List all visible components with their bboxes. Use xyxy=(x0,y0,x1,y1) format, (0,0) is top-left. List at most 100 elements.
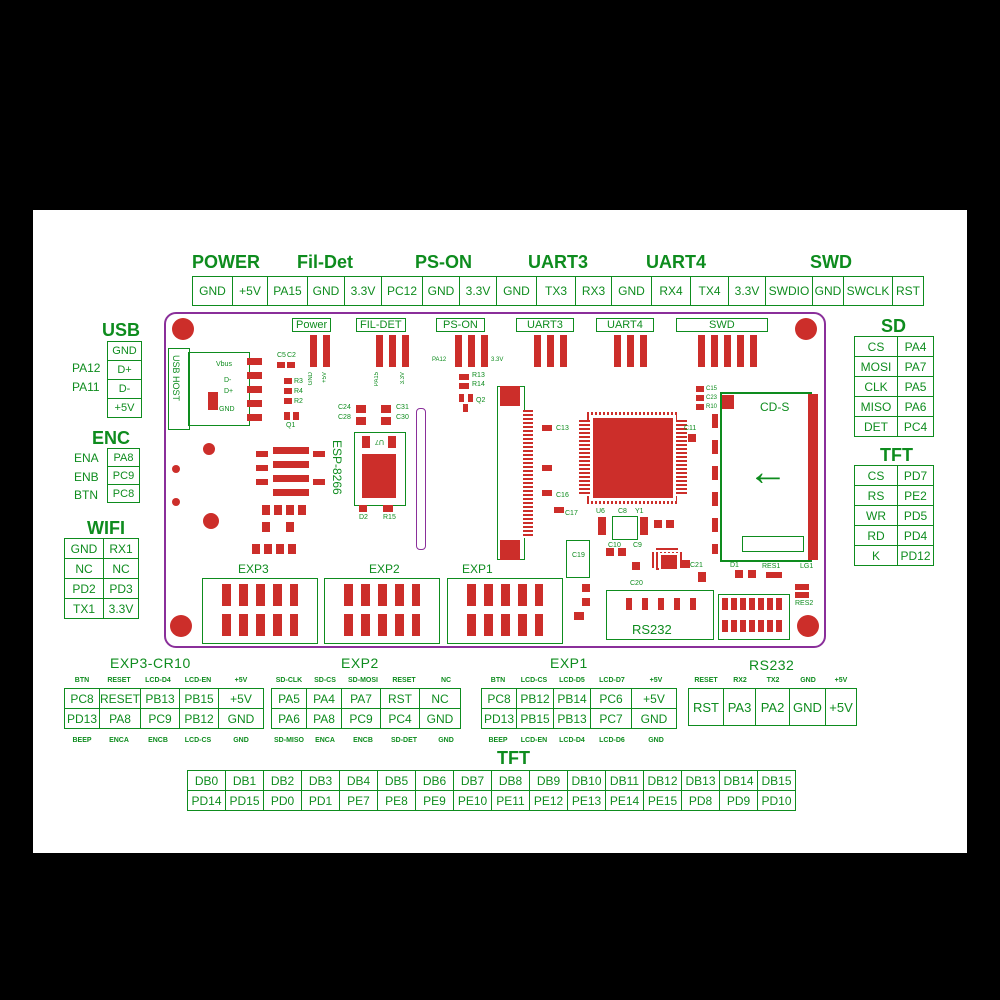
pin-cell: PD1 xyxy=(301,790,340,811)
smd-pad xyxy=(298,505,306,515)
pin-cell: CS xyxy=(854,336,898,357)
smd-pad xyxy=(381,417,391,425)
silk-pin-label: PA15 xyxy=(374,372,380,387)
heading-exp1: EXP1 xyxy=(550,655,588,671)
silk-fil-det: FIL-DET xyxy=(356,318,406,332)
silk-pin-label: PA12 xyxy=(432,357,447,363)
pin-cell: PB14 xyxy=(553,688,591,709)
smd-pad xyxy=(262,505,270,515)
pin-pad xyxy=(376,335,383,367)
heading-power: POWER xyxy=(192,252,261,272)
pin-cell: PD12 xyxy=(897,545,934,566)
silk-ref: C11 xyxy=(684,425,697,432)
smd-pad xyxy=(286,522,294,532)
smd-pad xyxy=(712,440,718,454)
smd-pad xyxy=(273,461,309,468)
exp1-bottom-label: LCD-D4 xyxy=(559,737,585,744)
pin-cell: PC12 xyxy=(381,276,423,306)
rs232-top-label: RESET xyxy=(694,677,718,684)
pin-pad xyxy=(698,335,705,367)
smd-pad xyxy=(286,505,294,515)
pin-pad xyxy=(247,358,262,365)
pin-cell: DB3 xyxy=(301,770,340,791)
silk-ref: Q1 xyxy=(286,422,296,429)
smd-pad xyxy=(463,404,468,412)
rs232-header-outline xyxy=(718,594,790,640)
heading-fil-det: Fil-Det xyxy=(297,252,353,272)
regulator-outline xyxy=(354,432,406,506)
silk-ref: C8 xyxy=(618,508,627,515)
pin-cell: PA5 xyxy=(271,688,307,709)
crystal-outline xyxy=(612,516,638,540)
silk-ref: C13 xyxy=(556,425,569,432)
smd-pad xyxy=(712,466,718,480)
pin-cell: PE15 xyxy=(643,790,682,811)
smd-pad xyxy=(356,417,366,425)
pin-cell: DB9 xyxy=(529,770,568,791)
pin-cell: TX3 xyxy=(536,276,576,306)
pin-cell: 3.3V xyxy=(459,276,497,306)
silk-exp3: EXP3 xyxy=(238,562,269,576)
pin-cell: PC8 xyxy=(481,688,517,709)
pin-cell: TX1 xyxy=(64,598,104,619)
heading-tft-right: TFT xyxy=(880,445,913,465)
pin-cell: PA7 xyxy=(897,356,934,377)
pin-cell: MOSI xyxy=(854,356,898,377)
exp2-top-label: SD-CS xyxy=(314,677,336,684)
silk-ref: C17 xyxy=(565,510,578,517)
pin-cell: DB5 xyxy=(377,770,416,791)
pin-cell: SWCLK xyxy=(843,276,893,306)
exp3-pins xyxy=(222,614,298,636)
pin-pad xyxy=(724,335,731,367)
smd-pad xyxy=(666,520,674,528)
smd-pad xyxy=(459,383,469,389)
silk-ref: C5 xyxy=(277,352,286,359)
exp2-pins xyxy=(344,584,420,606)
silk-ref: C20 xyxy=(630,580,643,587)
silk-ref: R14 xyxy=(472,381,485,388)
pin-pad xyxy=(711,335,718,367)
silk-ref: Q2 xyxy=(476,397,486,404)
smd-pad xyxy=(696,404,704,410)
pin-pad xyxy=(323,335,330,367)
silk-esp8266: ESP-8266 xyxy=(330,440,344,495)
pin-cell: PD0 xyxy=(263,790,302,811)
exp2-header xyxy=(324,578,440,644)
pin-pad xyxy=(468,335,475,367)
pin-cell: +5V xyxy=(107,398,142,418)
silk-ps-on: PS-ON xyxy=(436,318,485,332)
pin-cell: PA15 xyxy=(267,276,308,306)
exp3-pins xyxy=(222,584,298,606)
usb-pin-table: GND D+ D- +5V xyxy=(107,341,142,418)
smd-pad xyxy=(468,394,473,402)
pin-cell: DB0 xyxy=(187,770,226,791)
pin-cell: PB13 xyxy=(553,708,591,729)
silk-swd: SWD xyxy=(676,318,768,332)
pin-cell: PA8 xyxy=(98,708,142,729)
smd-pad xyxy=(362,436,370,448)
smd-pad xyxy=(256,479,268,485)
smd-pad xyxy=(542,490,552,496)
pin-cell: PC7 xyxy=(590,708,632,729)
pin-cell: PE10 xyxy=(453,790,492,811)
exp2-pin-table: PA5 PA4 PA7 RST NC PA6 PA8 PC9 PC4 GND xyxy=(271,688,461,729)
heading-wifi: WIFI xyxy=(87,518,125,538)
pin-cell: PD13 xyxy=(481,708,517,729)
pin-cell: PE13 xyxy=(567,790,606,811)
pin-cell: GND xyxy=(611,276,652,306)
exp3-pin-table: PC8 RESET PB13 PB15 +5V PD13 PA8 PC9 PB1… xyxy=(64,688,265,729)
exp2-bottom-label: ENCA xyxy=(315,737,335,744)
smd-pad xyxy=(381,405,391,413)
pin-cell: GND xyxy=(107,341,142,361)
pin-cell: PC8 xyxy=(64,688,100,709)
exp3-bottom-label: GND xyxy=(233,737,249,744)
regulator-pad xyxy=(362,454,396,498)
silk-ref: U7 xyxy=(375,438,384,445)
rs232-top-label: +5V xyxy=(834,677,848,684)
pin-cell: +5V xyxy=(218,688,265,709)
pin-cell: K xyxy=(854,545,898,566)
exp3-bottom-label: LCD-CS xyxy=(184,737,212,744)
pin-cell: PE8 xyxy=(377,790,416,811)
smd-pad xyxy=(383,505,393,512)
